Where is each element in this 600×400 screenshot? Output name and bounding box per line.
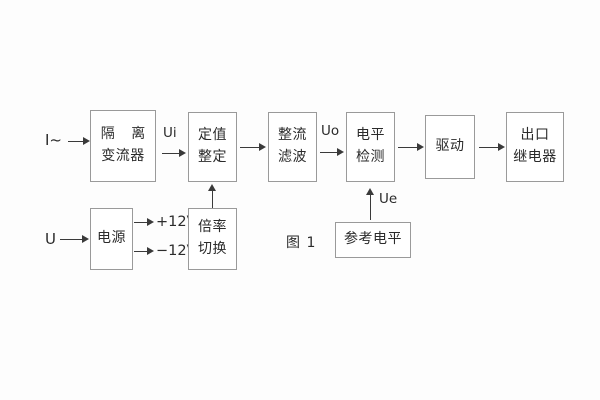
- connector-current-to-isolation: [68, 141, 84, 142]
- block-output-relay[interactable]: 出口 继电器: [506, 112, 564, 182]
- arrow-reference-to-level-icon: [366, 188, 374, 195]
- block-rectify-filter-line-2: 滤波: [278, 149, 307, 165]
- block-multiplier-switch-line-2: 切换: [198, 241, 227, 257]
- block-power-supply-line-1: 电源: [97, 230, 126, 247]
- arrow-level-to-drive-icon: [417, 143, 424, 151]
- arrow-rail-neg12v-icon: [147, 247, 154, 255]
- input-label-current: I~: [45, 131, 62, 149]
- block-level-detect-line-1: 电平: [356, 127, 385, 144]
- connector-voltage-to-power: [60, 239, 83, 240]
- block-setting-line-1: 定值: [198, 127, 227, 144]
- block-isolation-line-2: 变流器: [101, 148, 145, 164]
- signal-label-uo: Uo: [321, 123, 340, 139]
- block-multiplier-switch[interactable]: 倍率 切换: [188, 208, 237, 270]
- arrow-isolation-to-setting-icon: [179, 149, 186, 157]
- arrow-drive-to-output-icon: [498, 143, 505, 151]
- connector-multiplier-to-setting: [212, 190, 213, 208]
- block-output-relay-line-2: 继电器: [513, 149, 557, 165]
- block-drive[interactable]: 驱动: [425, 115, 475, 179]
- connector-rail-pos12v: [134, 222, 148, 223]
- rail-label-neg12v: −12V: [156, 243, 197, 259]
- arrow-multiplier-to-setting-icon: [208, 184, 216, 191]
- block-rectify-filter-line-1: 整流: [278, 127, 307, 144]
- connector-level-to-drive: [398, 147, 418, 148]
- block-isolation-line-1: 隔 离: [100, 126, 152, 143]
- arrow-setting-to-rectify-icon: [259, 143, 266, 151]
- rail-label-pos12v: +12V: [156, 214, 197, 230]
- connector-drive-to-output: [479, 147, 499, 148]
- connector-rail-neg12v: [134, 251, 148, 252]
- figure-caption: 图 1: [286, 235, 317, 251]
- connector-isolation-to-setting: [162, 153, 180, 154]
- block-setting[interactable]: 定值 整定: [188, 112, 237, 182]
- signal-label-ui: Ui: [163, 125, 177, 141]
- arrow-voltage-to-power-icon: [82, 235, 89, 243]
- arrow-rectify-to-level-icon: [337, 148, 344, 156]
- input-label-voltage: U: [45, 230, 56, 248]
- block-rectify-filter[interactable]: 整流 滤波: [268, 112, 317, 182]
- block-isolation[interactable]: 隔 离 变流器: [90, 110, 156, 182]
- connector-setting-to-rectify: [240, 147, 260, 148]
- connector-reference-to-level: [370, 194, 371, 220]
- block-reference-level[interactable]: 参考电平: [335, 222, 411, 258]
- signal-label-ue: Ue: [379, 191, 398, 207]
- block-reference-level-line-1: 参考电平: [344, 231, 402, 248]
- block-level-detect[interactable]: 电平 检测: [346, 112, 395, 182]
- arrow-rail-pos12v-icon: [147, 218, 154, 226]
- block-level-detect-line-2: 检测: [356, 149, 385, 165]
- arrow-current-to-isolation-icon: [83, 137, 90, 145]
- block-output-relay-line-1: 出口: [520, 127, 550, 144]
- block-multiplier-switch-line-1: 倍率: [198, 219, 227, 236]
- block-power-supply[interactable]: 电源: [90, 208, 133, 270]
- block-setting-line-2: 整定: [198, 149, 227, 165]
- connector-rectify-to-level: [320, 152, 338, 153]
- block-drive-line-1: 驱动: [435, 138, 465, 155]
